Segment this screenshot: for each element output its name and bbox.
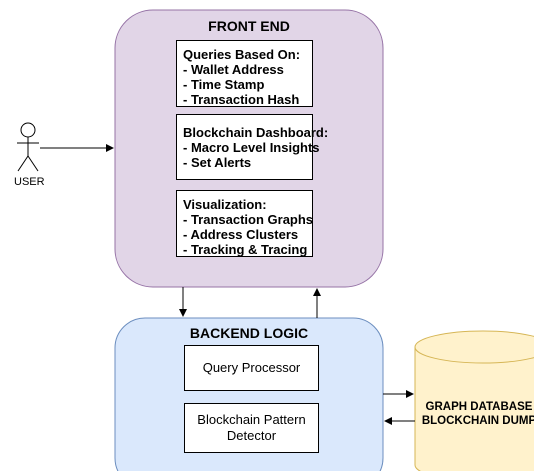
backend-title: BACKEND LOGIC bbox=[189, 325, 309, 341]
database-label-line1: GRAPH DATABASE bbox=[425, 401, 533, 413]
visualization-box: Visualization: - Transaction Graphs - Ad… bbox=[176, 190, 313, 257]
dashboard-item-insights: - Macro Level Insights bbox=[183, 140, 320, 155]
queries-item-timestamp: - Time Stamp bbox=[183, 77, 265, 92]
graph-database-cylinder bbox=[414, 330, 534, 471]
visualization-item-clusters: - Address Clusters bbox=[183, 227, 299, 242]
queries-item-wallet: - Wallet Address bbox=[183, 62, 284, 77]
pattern-detector-box: Blockchain Pattern Detector bbox=[184, 403, 319, 453]
user-label: USER bbox=[14, 176, 45, 188]
queries-box: Queries Based On: - Wallet Address - Tim… bbox=[176, 40, 313, 107]
dashboard-item-alerts: - Set Alerts bbox=[183, 155, 252, 170]
queries-heading: Queries Based On: bbox=[183, 47, 301, 62]
query-processor-label: Query Processor bbox=[202, 360, 301, 375]
visualization-item-tracking: - Tracking & Tracing bbox=[183, 242, 308, 257]
visualization-item-graphs: - Transaction Graphs bbox=[183, 212, 314, 227]
front-end-title: FRONT END bbox=[208, 18, 290, 34]
dashboard-box: Blockchain Dashboard: - Macro Level Insi… bbox=[176, 114, 329, 180]
visualization-heading: Visualization: bbox=[183, 197, 267, 212]
database-label-line2: BLOCKCHAIN DUMP bbox=[421, 415, 534, 427]
user-actor-icon bbox=[17, 122, 39, 172]
pattern-detector-label: Blockchain Pattern Detector bbox=[197, 412, 306, 443]
queries-item-hash: - Transaction Hash bbox=[183, 92, 300, 107]
query-processor-box: Query Processor bbox=[184, 345, 319, 391]
dashboard-heading: Blockchain Dashboard: bbox=[183, 125, 329, 140]
database-label: GRAPH DATABASE BLOCKCHAIN DUMP bbox=[418, 400, 534, 428]
